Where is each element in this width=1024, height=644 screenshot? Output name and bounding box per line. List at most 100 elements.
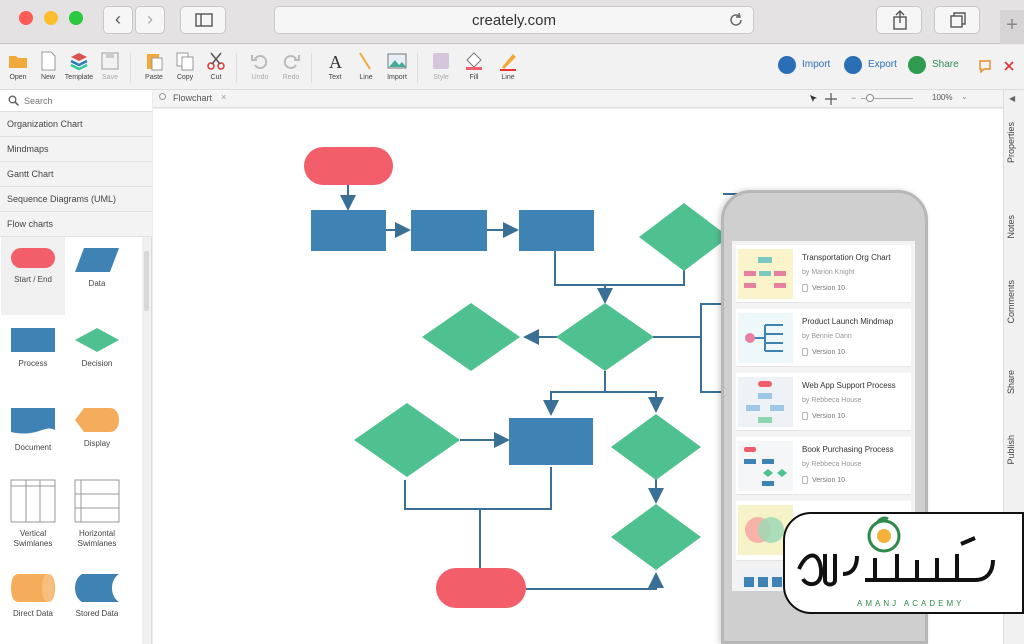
import-image-button[interactable]: Import [382, 51, 412, 81]
end-terminator[interactable] [436, 568, 526, 608]
category-organization-chart[interactable]: Organization Chart [0, 112, 152, 137]
connector [653, 303, 723, 338]
tab-comments[interactable]: Comments [1006, 280, 1016, 324]
reload-icon[interactable] [727, 11, 745, 29]
decision-diamond[interactable] [639, 203, 729, 271]
scrollbar-thumb[interactable] [144, 251, 149, 311]
watermark-subtitle: AMANJ ACADEMY [857, 599, 965, 608]
template-card[interactable]: Web App Support Process by Rebbeca House… [736, 373, 911, 431]
import-circle-icon [778, 56, 796, 74]
category-gantt-chart[interactable]: Gantt Chart [0, 162, 152, 187]
copy-icon [176, 52, 194, 71]
share-action-button[interactable]: Share [908, 56, 959, 74]
cut-button[interactable]: Cut [201, 51, 231, 81]
fill-button[interactable]: Fill [459, 51, 489, 81]
save-button[interactable]: Save [95, 51, 125, 81]
decision-diamond[interactable] [611, 504, 701, 570]
decision-diamond[interactable] [354, 403, 460, 477]
chevron-down-icon[interactable]: ⌄ [961, 92, 968, 101]
tab-flowchart[interactable]: Flowchart [173, 93, 213, 103]
browser-title-bar: ‹ › creately.com + [0, 0, 1024, 44]
shape-decision[interactable]: Decision [65, 317, 129, 395]
shape-stored-data[interactable]: Stored Data [65, 563, 129, 641]
close-icon[interactable] [1003, 60, 1015, 72]
shape-direct-data[interactable]: Direct Data [1, 563, 65, 641]
show-tabs-button[interactable] [934, 6, 980, 34]
minimize-window-button[interactable] [44, 11, 58, 25]
pan-icon[interactable] [825, 93, 837, 105]
process-box[interactable] [509, 418, 593, 465]
import-action-button[interactable]: Import [778, 56, 830, 74]
decision-diamond[interactable] [611, 414, 701, 480]
url-text: creately.com [472, 12, 556, 29]
chevron-left-icon: ‹ [115, 9, 121, 29]
export-action-button[interactable]: Export [844, 56, 897, 74]
new-tab-button[interactable]: + [1000, 10, 1024, 44]
category-mindmaps[interactable]: Mindmaps [0, 137, 152, 162]
collapse-panel-icon[interactable]: ◀ [1009, 94, 1016, 103]
shape-data[interactable]: Data [65, 237, 129, 315]
search-icon [8, 95, 19, 106]
maximize-window-button[interactable] [69, 11, 83, 25]
shape-display[interactable]: Display [65, 397, 129, 475]
pointer-icon[interactable] [809, 94, 819, 104]
text-tool-button[interactable]: A Text [320, 51, 350, 81]
shape-horizontal-swimlanes[interactable]: Horizontal Swimlanes [65, 477, 129, 563]
template-card[interactable]: Product Launch Mindmap by Bennie Dann Ve… [736, 309, 911, 367]
copy-button[interactable]: Copy [170, 51, 200, 81]
close-tab-icon[interactable]: × [221, 92, 227, 102]
browser-share-button[interactable] [876, 6, 922, 34]
start-terminator[interactable] [304, 147, 393, 185]
decision-diamond[interactable] [422, 303, 520, 371]
shape-process[interactable]: Process [1, 317, 65, 395]
template-icon [70, 53, 88, 71]
zoom-slider-handle[interactable] [866, 94, 874, 102]
new-button[interactable]: New [33, 51, 63, 81]
tab-notes[interactable]: Notes [1006, 215, 1016, 239]
plus-icon: + [1006, 14, 1018, 36]
mindmap-thumbnail [738, 313, 793, 363]
paste-icon [147, 54, 163, 71]
address-bar[interactable]: creately.com [274, 6, 754, 34]
tab-publish[interactable]: Publish [1006, 435, 1016, 465]
category-flow-charts[interactable]: Flow charts [0, 212, 152, 237]
zoom-level[interactable]: 100% [932, 93, 953, 102]
zoom-slider[interactable] [861, 98, 913, 99]
shape-grid-scrollbar[interactable] [142, 237, 151, 644]
shape-start-end[interactable]: Start / End [1, 237, 65, 315]
back-button[interactable]: ‹ [103, 6, 133, 34]
svg-text:A: A [329, 52, 342, 71]
tab-properties[interactable]: Properties [1006, 122, 1016, 164]
paste-button[interactable]: Paste [139, 51, 169, 81]
process-box[interactable] [519, 210, 594, 251]
process-box[interactable] [411, 210, 487, 251]
redo-button[interactable]: Redo [276, 51, 306, 81]
connector [700, 337, 723, 393]
shape-document[interactable]: Document [1, 397, 65, 475]
connector [404, 467, 552, 510]
org-chart-thumbnail [738, 249, 793, 299]
chat-icon[interactable] [978, 59, 992, 73]
zoom-out-icon[interactable]: − [851, 93, 857, 103]
close-window-button[interactable] [19, 11, 33, 25]
template-card[interactable]: Book Purchasing Process by Rebbeca House… [736, 437, 911, 495]
line-style-button[interactable]: Line [493, 51, 523, 81]
template-card[interactable]: Transportation Org Chart by Marion Knigh… [736, 245, 911, 303]
open-button[interactable]: Open [3, 51, 33, 81]
sidebar-toggle-button[interactable] [180, 6, 226, 34]
search-box[interactable] [0, 90, 152, 112]
connector [605, 269, 685, 286]
line-tool-button[interactable]: Line [351, 51, 381, 81]
template-button[interactable]: Template [64, 51, 94, 81]
category-sequence-diagrams[interactable]: Sequence Diagrams (UML) [0, 187, 152, 212]
forward-button[interactable]: › [135, 6, 165, 34]
tab-share[interactable]: Share [1006, 370, 1016, 395]
partial-thumbnail [740, 569, 795, 589]
search-input[interactable] [24, 93, 144, 109]
process-box[interactable] [311, 210, 386, 251]
decision-diamond[interactable] [556, 303, 654, 371]
shape-vertical-swimlanes[interactable]: Vertical Swimlanes [1, 477, 65, 563]
style-button[interactable]: Style [426, 51, 456, 81]
undo-button[interactable]: Undo [245, 51, 275, 81]
connector [543, 371, 606, 416]
